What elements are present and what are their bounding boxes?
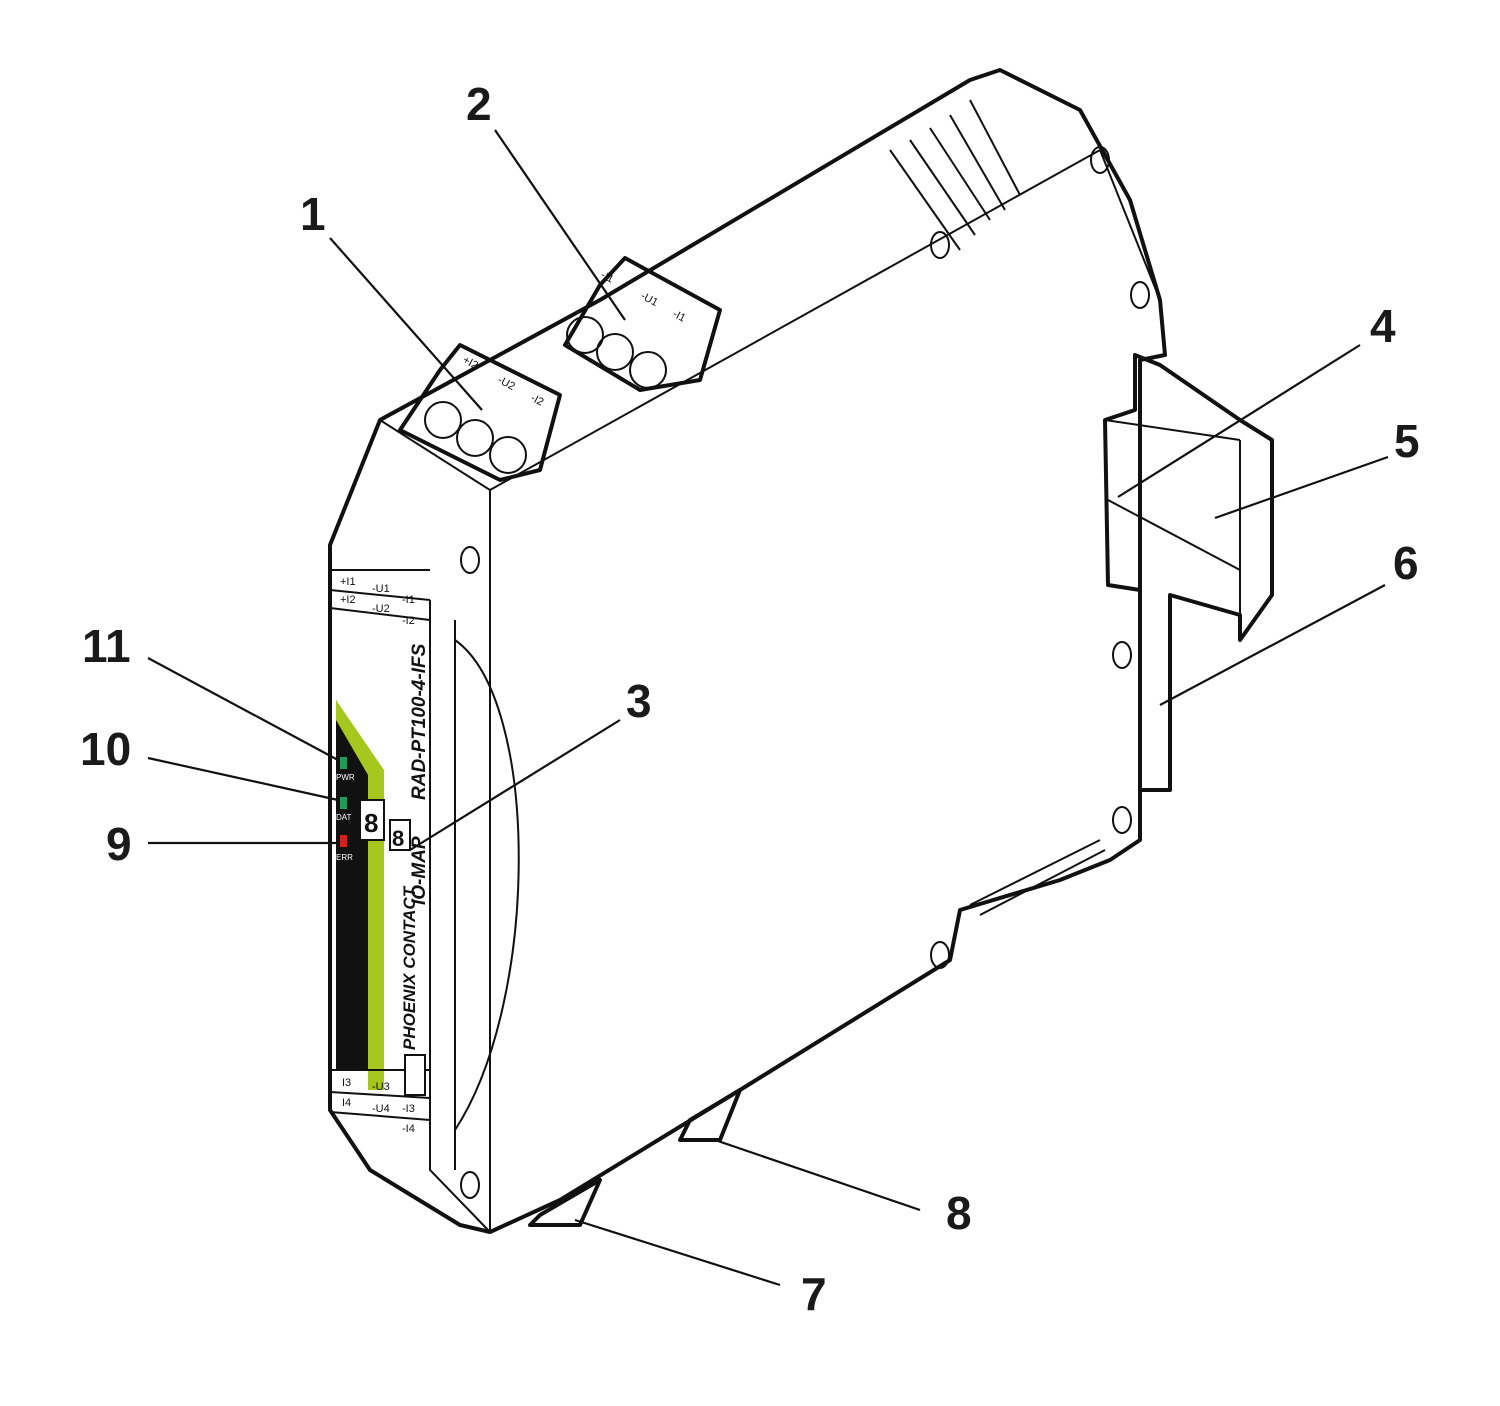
callout-3: 3 xyxy=(626,675,652,727)
led-label-pwr: PWR xyxy=(336,773,355,782)
callout-6: 6 xyxy=(1393,537,1419,589)
display-digit: 8 xyxy=(364,808,378,838)
front-label: -I1 xyxy=(402,594,415,606)
io-map-switch[interactable] xyxy=(389,819,411,851)
callout-8: 8 xyxy=(946,1187,972,1239)
front-panel: +I1 -U1 -I1 +I2 -U2 -I2 I3 -U3 -I3 I4 -U… xyxy=(329,569,431,1135)
led-dat xyxy=(340,797,347,809)
terminal-label: -I1 xyxy=(599,269,616,286)
callout-11: 11 xyxy=(82,620,131,672)
callout-7: 7 xyxy=(801,1268,827,1320)
front-label: -I2 xyxy=(402,615,415,627)
front-label: -U1 xyxy=(372,583,390,595)
brand-logo-icon xyxy=(404,1054,426,1096)
led-pwr xyxy=(340,757,347,769)
front-label: -I4 xyxy=(402,1123,415,1135)
terminal-label: -I1 xyxy=(671,308,688,325)
brand-logo: PHOENIX CONTACT xyxy=(400,885,419,1050)
leader-lines xyxy=(147,129,1389,1287)
led-err xyxy=(340,835,347,847)
callout-4: 4 xyxy=(1370,300,1396,352)
accent-stripe xyxy=(336,700,384,1090)
front-label: I3 xyxy=(342,1077,351,1089)
din-rail xyxy=(1103,353,1274,792)
terminal-label: -I2 xyxy=(529,392,546,409)
housing xyxy=(328,68,1167,1234)
terminal-label: -U1 xyxy=(639,290,660,309)
front-label: -I3 xyxy=(402,1103,415,1115)
callout-1: 1 xyxy=(300,188,326,240)
front-label: +I1 xyxy=(340,576,356,588)
callout-2: 2 xyxy=(466,78,492,130)
terminal-label: -U2 xyxy=(496,374,517,393)
front-label: -U4 xyxy=(372,1103,390,1115)
io-map-digit: 8 xyxy=(392,826,404,851)
led-label-dat: DAT xyxy=(336,813,352,822)
rotary-switch[interactable] xyxy=(359,799,385,841)
callout-10: 10 xyxy=(80,723,131,775)
led-label-err: ERR xyxy=(336,853,353,862)
io-map-label: IO-MAP xyxy=(409,836,430,905)
callout-5: 5 xyxy=(1394,415,1420,467)
model-label: RAD-PT100-4-IFS xyxy=(409,643,430,800)
terminal-block-front: +I2 -U2 -I2 xyxy=(398,343,562,482)
callout-9: 9 xyxy=(106,818,132,870)
front-label: -U3 xyxy=(372,1081,390,1093)
terminal-block-rear: -I1 -U1 -I1 xyxy=(563,256,722,392)
front-label: +I2 xyxy=(340,594,356,606)
front-label: -U2 xyxy=(372,603,390,615)
front-label: I4 xyxy=(342,1097,351,1109)
